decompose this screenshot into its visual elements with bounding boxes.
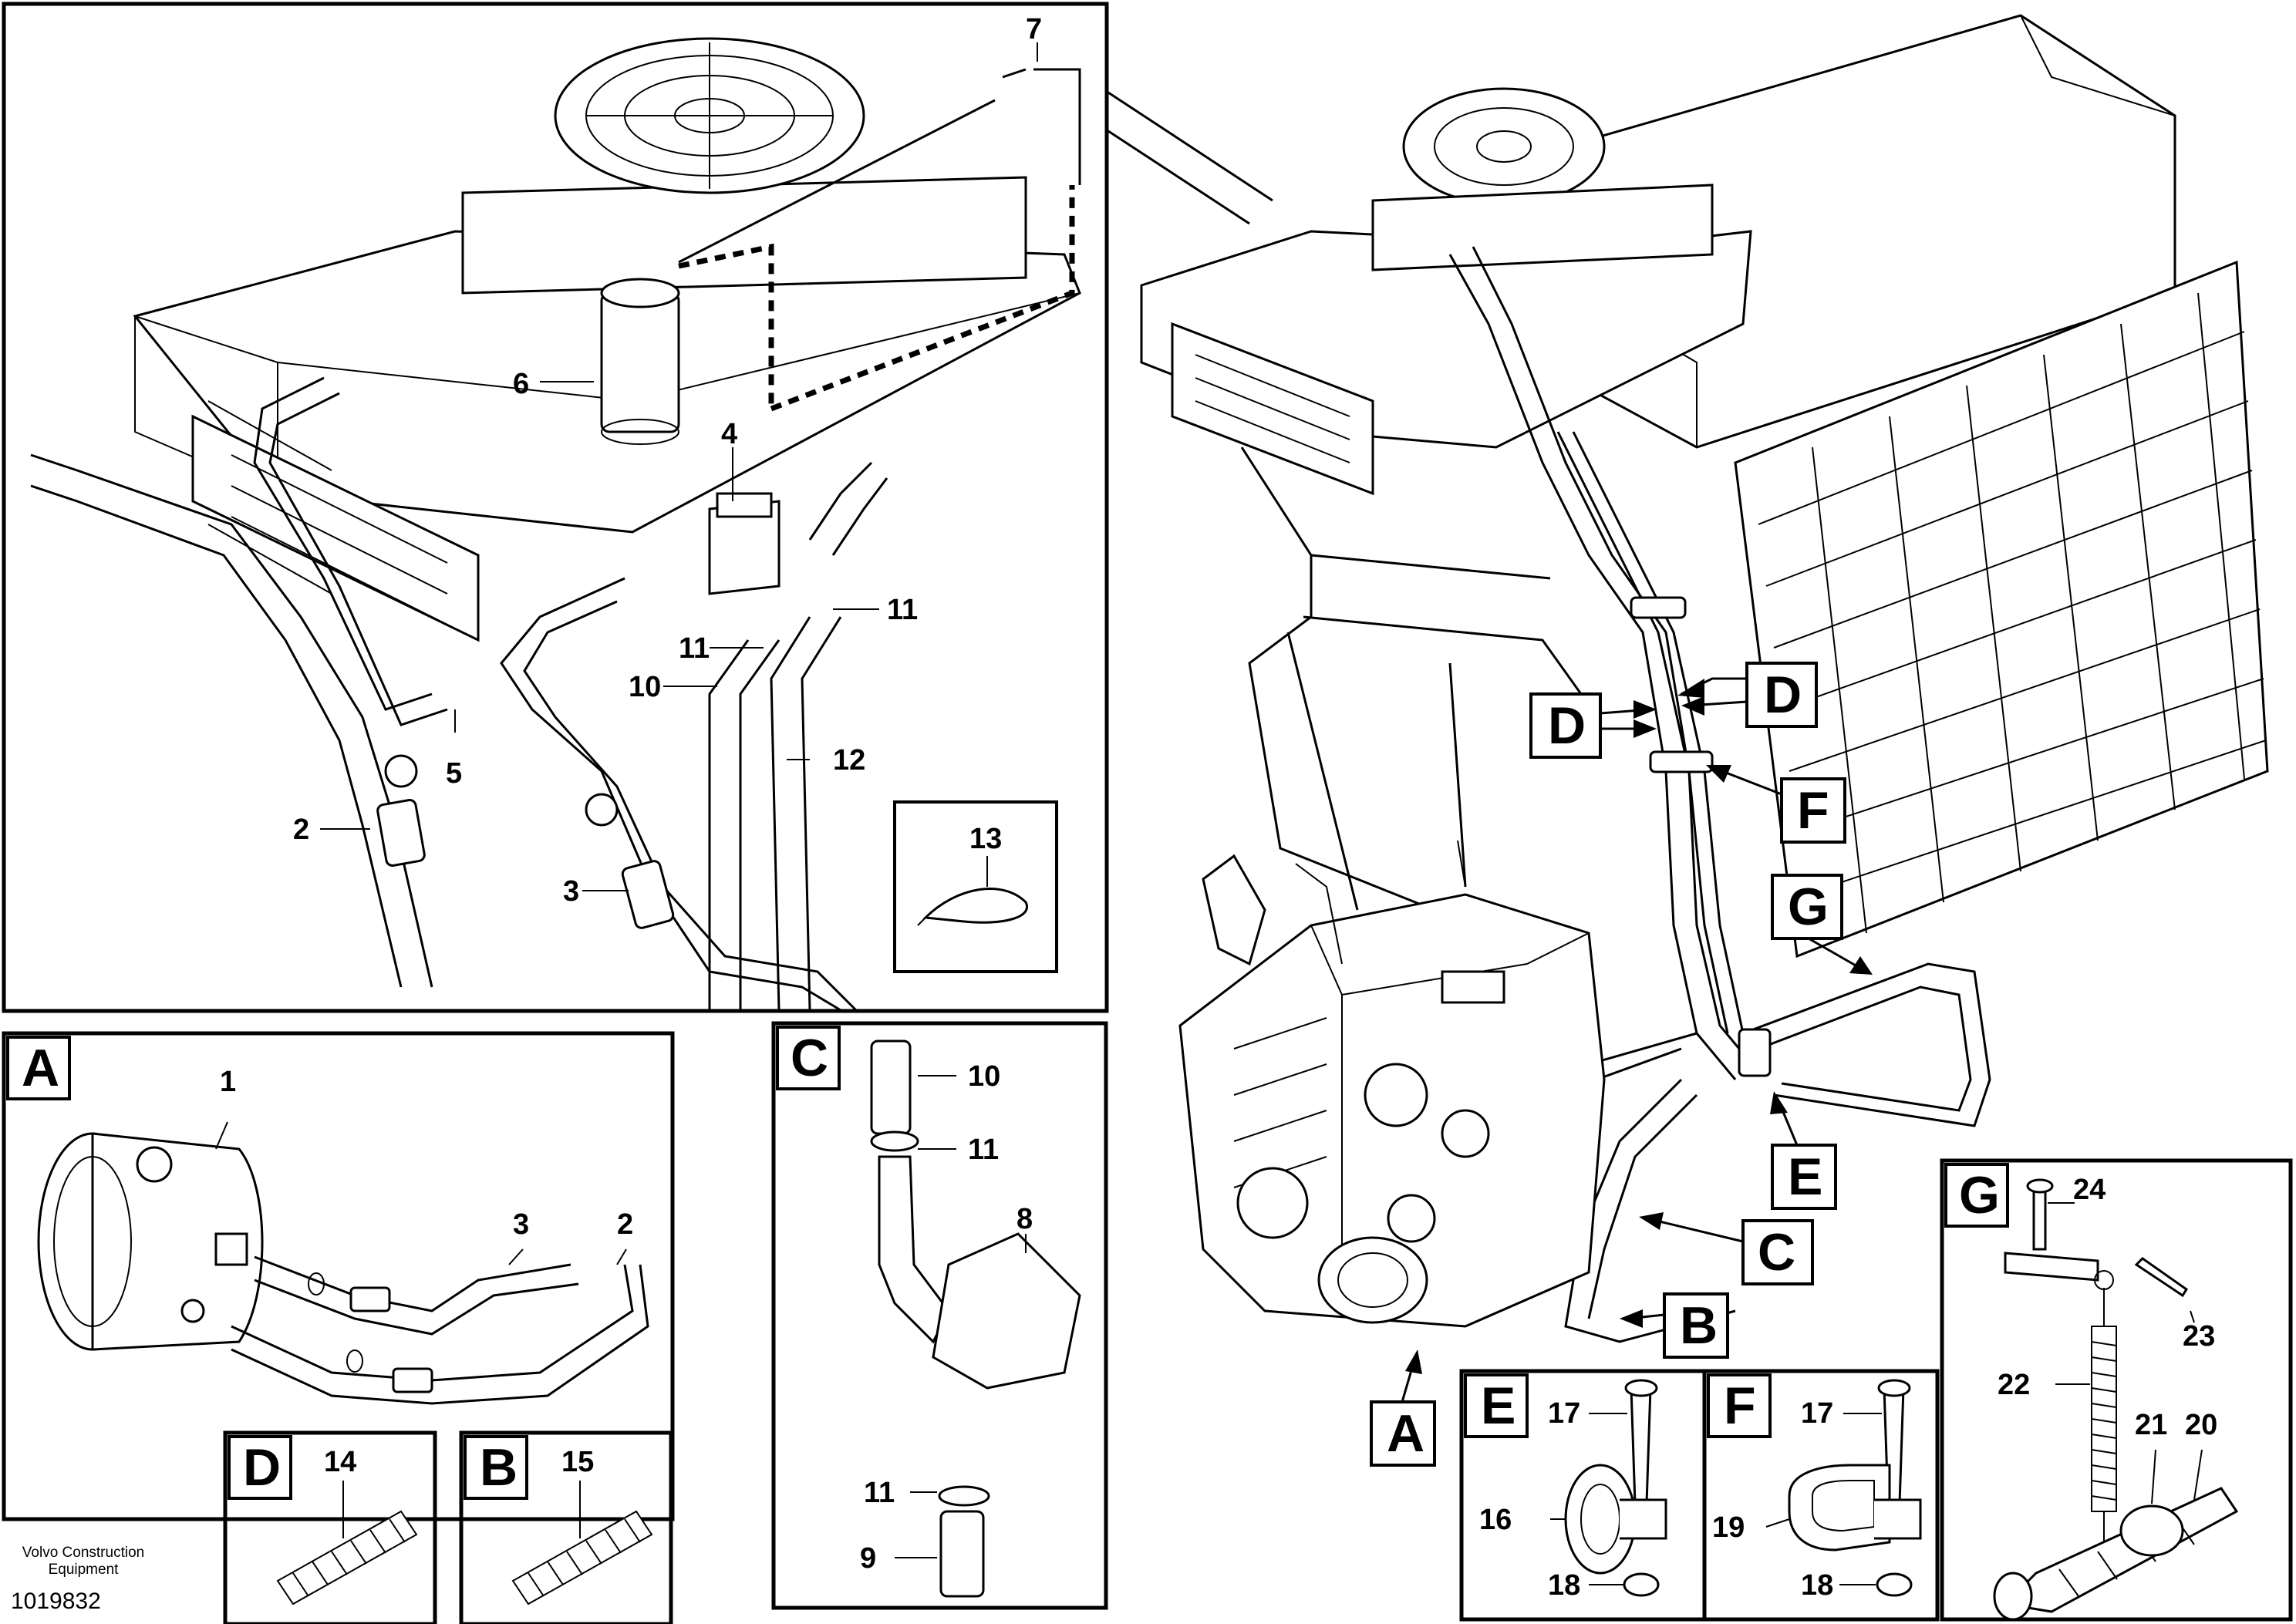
footer-doc-number: 1019832 bbox=[11, 1589, 101, 1614]
detail-c-callout-11-upper: 11 bbox=[968, 1134, 999, 1166]
right-letter-callouts: D D F G E C bbox=[1370, 662, 1873, 1467]
machine-installation-view: D D F G E C bbox=[1140, 14, 2269, 1467]
detail-f-callout-17: 17 bbox=[1801, 1397, 1833, 1430]
detail-d-letter: D bbox=[243, 1438, 281, 1497]
detail-g-letter: G bbox=[1959, 1166, 2000, 1225]
detail-c-callout-9: 9 bbox=[860, 1542, 876, 1575]
zoom-leader-upper bbox=[1108, 91, 1273, 202]
detail-f-panel: F 17 19 18 bbox=[1702, 1369, 1940, 1622]
detail-g-callout-22: 22 bbox=[1998, 1369, 2030, 1401]
protective-spiral-14 bbox=[276, 1510, 418, 1605]
hoses-main bbox=[30, 376, 888, 1012]
detail-g-callout-24: 24 bbox=[2073, 1174, 2106, 1206]
right-d2-letter: D bbox=[1548, 696, 1586, 755]
detail-e-letter: E bbox=[1481, 1376, 1515, 1435]
detail-b-frame bbox=[459, 1430, 673, 1624]
detail-c-callout-10: 10 bbox=[968, 1060, 1000, 1093]
callout-10: 10 bbox=[629, 671, 661, 703]
detail-f-callout-18: 18 bbox=[1801, 1569, 1833, 1602]
footer-brand: Volvo Construction Equipment bbox=[22, 1545, 145, 1578]
callout-12: 12 bbox=[833, 744, 865, 777]
inset-cable-tie: 13 bbox=[893, 800, 1058, 973]
detail-g-panel: G 24 23 22 21 20 bbox=[1940, 1158, 2293, 1622]
callout-11-lower: 11 bbox=[679, 632, 710, 665]
detail-g-callout-20: 20 bbox=[2185, 1409, 2217, 1441]
compressor bbox=[37, 1132, 264, 1351]
route-outline bbox=[678, 185, 1075, 412]
detail-a-hose-2 bbox=[231, 1264, 649, 1405]
receiver-drier bbox=[600, 278, 680, 445]
detail-g-callout-23: 23 bbox=[2183, 1320, 2215, 1353]
detail-b-callout-15: 15 bbox=[561, 1446, 594, 1478]
detail-a-callout-2: 2 bbox=[617, 1208, 633, 1241]
support-frame bbox=[1240, 446, 1551, 911]
detail-e-callout-16: 16 bbox=[1479, 1504, 1512, 1536]
detail-d-frame bbox=[223, 1430, 437, 1624]
callout-13: 13 bbox=[969, 823, 1002, 855]
pipe-7 bbox=[1033, 68, 1081, 185]
ac-unit-top bbox=[1140, 87, 1752, 496]
detail-a-letter: A bbox=[22, 1039, 59, 1097]
detail-f-callout-19: 19 bbox=[1712, 1511, 1745, 1544]
detail-c-callout-8: 8 bbox=[1017, 1203, 1033, 1235]
detail-g-callout-21: 21 bbox=[2135, 1409, 2167, 1441]
right-d1-letter: D bbox=[1764, 665, 1802, 724]
right-a-letter: A bbox=[1387, 1404, 1424, 1463]
callout-11-upper: 11 bbox=[887, 594, 918, 626]
detail-a-hose-3 bbox=[254, 1255, 579, 1336]
detail-a-callout-3: 3 bbox=[513, 1208, 529, 1241]
detail-a-panel: A 1 3 2 bbox=[2, 1031, 675, 1521]
detail-f-letter: F bbox=[1724, 1376, 1756, 1435]
detail-c-callout-11-lower: 11 bbox=[864, 1477, 895, 1509]
engine bbox=[1178, 840, 1606, 1328]
detail-b-panel: B 15 bbox=[459, 1430, 673, 1624]
detail-c-frame bbox=[771, 1021, 1108, 1610]
callout-6: 6 bbox=[513, 368, 529, 400]
detail-f-frame bbox=[1702, 1369, 1940, 1622]
right-g-letter: G bbox=[1788, 878, 1829, 936]
callout-3: 3 bbox=[563, 875, 579, 908]
detail-d-callout-14: 14 bbox=[324, 1446, 356, 1478]
main-callout-leaders bbox=[320, 42, 1038, 891]
right-f-letter: F bbox=[1797, 781, 1829, 840]
detail-c-letter: C bbox=[791, 1029, 828, 1087]
hose-bundle bbox=[1448, 246, 1760, 1080]
right-e-letter: E bbox=[1788, 1147, 1822, 1206]
detail-d-panel: D 14 bbox=[223, 1430, 437, 1624]
main-view-frame bbox=[2, 2, 1109, 1013]
detail-g-frame bbox=[1940, 1158, 2293, 1622]
detail-e-callout-17: 17 bbox=[1548, 1397, 1580, 1430]
right-b-letter: B bbox=[1680, 1296, 1718, 1355]
expansion-valve bbox=[708, 492, 781, 595]
detail-e-callout-18: 18 bbox=[1548, 1569, 1580, 1602]
pipe-7-route bbox=[678, 68, 1027, 264]
callout-7: 7 bbox=[1026, 13, 1042, 45]
callout-5: 5 bbox=[446, 757, 462, 790]
detail-a-frame bbox=[2, 1031, 675, 1521]
rear-grille bbox=[1734, 260, 2269, 959]
detail-e-panel: E 17 16 18 bbox=[1459, 1369, 1707, 1622]
protective-spiral-15 bbox=[511, 1510, 653, 1605]
detail-c-panel: C 10 11 8 11 9 bbox=[771, 1021, 1108, 1610]
hose-loop-g bbox=[1742, 962, 1991, 1127]
callout-4: 4 bbox=[721, 418, 737, 450]
zoom-leader-lower bbox=[1108, 130, 1250, 225]
main-assembly-view: 7 6 4 11 11 10 12 5 2 3 13 bbox=[2, 2, 1273, 1013]
callout-2: 2 bbox=[293, 814, 309, 846]
right-c-letter: C bbox=[1758, 1223, 1795, 1282]
condenser-fan bbox=[461, 37, 1027, 295]
detail-a-callout-1: 1 bbox=[220, 1066, 236, 1098]
detail-b-letter: B bbox=[480, 1438, 518, 1497]
